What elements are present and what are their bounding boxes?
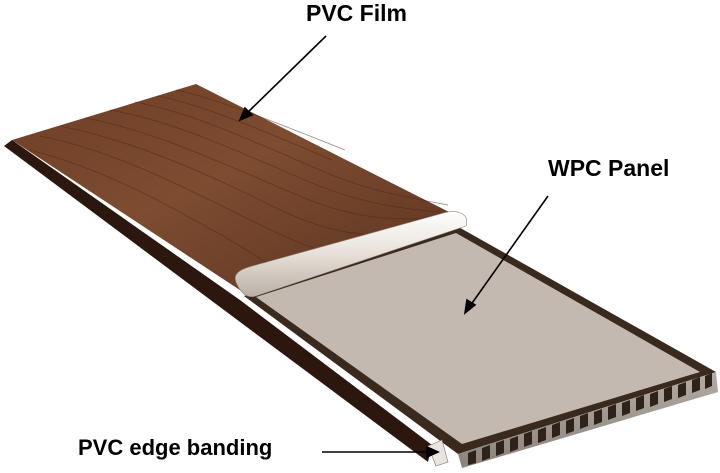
edge-arrowhead [426,445,440,459]
panel-side-edge [4,140,432,462]
pvc-edge-banding-label: PVC edge banding [78,435,273,460]
pvc-film-label: PVC Film [306,0,407,26]
edge-banding-strip [427,439,449,467]
film-leader-line [245,35,327,115]
leader-lines [238,35,549,459]
wpc-panel-face [256,233,700,444]
wpc-panel-label: WPC Panel [548,155,670,181]
hollow-cells [468,373,712,465]
wood-grain [29,89,449,281]
wpc-arrowhead [463,298,477,315]
film-curl [234,211,468,297]
wpc-leader-line [469,195,549,307]
film-arrowhead [238,106,254,122]
